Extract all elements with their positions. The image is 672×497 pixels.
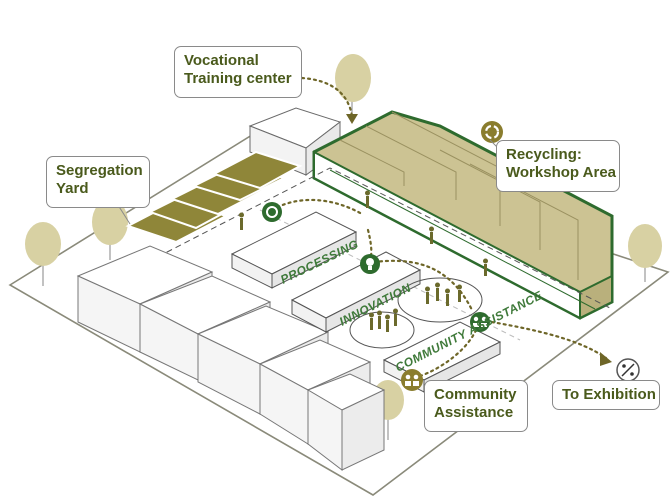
callout-line: Training center (184, 70, 292, 87)
tree-icon (335, 54, 371, 118)
gathering-circle (397, 277, 483, 323)
community-assistance-callout: Community Assistance (424, 380, 528, 432)
callout-line: Workshop Area (506, 164, 617, 181)
to-exhibition-callout: To Exhibition (552, 380, 660, 410)
people-icon (401, 369, 423, 391)
tree-icon (25, 222, 61, 286)
recycle-icon (481, 121, 503, 143)
tree-icon (628, 224, 662, 282)
arrow-head (600, 352, 612, 366)
callout-line: Community (434, 386, 517, 403)
callout-line: Segregation (56, 162, 143, 179)
segregation-yard (125, 150, 303, 244)
callout-line: Recycling: (506, 146, 582, 163)
callout-line: Assistance (434, 404, 514, 421)
people-figures (239, 190, 488, 332)
callout-line: Yard (56, 180, 89, 197)
segregation-yard-callout: Segregation Yard (46, 156, 150, 208)
gear-icon (262, 202, 282, 222)
tree-icon (92, 199, 128, 260)
site-walkway (139, 167, 611, 309)
innovation-building (290, 251, 422, 333)
people-icon (470, 312, 490, 332)
arrow-head (346, 114, 358, 124)
callout-line: Vocational (184, 52, 259, 69)
percent-icon (616, 358, 640, 382)
surrounding-buildings (76, 245, 386, 472)
callout-line: To Exhibition (562, 386, 656, 403)
lightbulb-icon (360, 254, 380, 274)
vocational-training-callout: Vocational Training center (174, 46, 302, 98)
gathering-circle (349, 311, 415, 349)
recycling-workshop-callout: Recycling: Workshop Area (496, 140, 620, 192)
processing-building (230, 211, 358, 289)
